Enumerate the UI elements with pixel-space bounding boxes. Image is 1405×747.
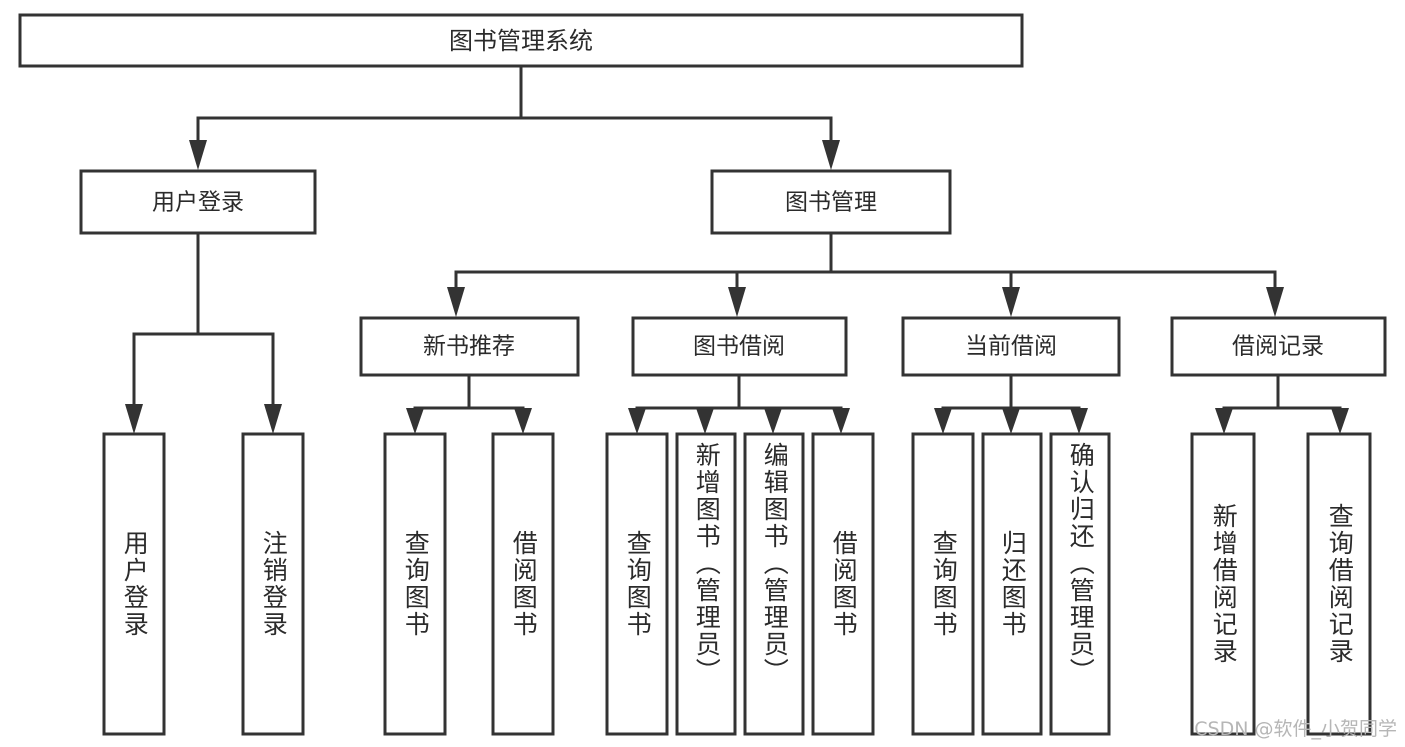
arrow-leaf-query-book-2	[628, 408, 646, 434]
arrow-borrow-record	[1266, 287, 1284, 317]
arrow-leaf-return-book	[1002, 408, 1020, 434]
node-book-manage-box[interactable]	[710, 169, 952, 235]
node-leaf-add-book-box[interactable]	[675, 432, 737, 736]
node-leaf-query-book-1-box[interactable]	[383, 432, 447, 736]
node-leaf-query-record-box[interactable]	[1306, 432, 1372, 736]
connector-user-login-to-leaves	[125, 232, 282, 434]
arrow-leaf-add-book	[696, 408, 714, 434]
node-leaf-confirm-return-box[interactable]	[1049, 432, 1111, 736]
node-new-book-recommend-box[interactable]	[359, 316, 580, 377]
node-borrow-record-box[interactable]	[1170, 316, 1387, 377]
node-root-label: 图书管理系统	[449, 27, 593, 55]
leaf-boxes	[102, 432, 1372, 736]
csdn-watermark: CSDN @软件_小贺同学	[1194, 718, 1397, 740]
node-leaf-borrow-book-1-box[interactable]	[491, 432, 555, 736]
arrow-leaf-add-record	[1215, 408, 1233, 434]
node-borrow-record[interactable]: 借阅记录	[1170, 316, 1387, 377]
node-root[interactable]: 图书管理系统	[18, 13, 1024, 68]
node-leaf-add-record-box[interactable]	[1190, 432, 1256, 736]
node-root-box[interactable]	[18, 13, 1024, 68]
connector-book-borrow-to-leaves	[628, 373, 850, 434]
connector-book-manage-to-level3	[447, 232, 1284, 317]
arrow-book-manage	[822, 140, 840, 170]
arrow-current-borrow	[1002, 287, 1020, 317]
node-user-login-label: 用户登录	[152, 190, 244, 216]
connector-current-borrow-to-leaves	[934, 373, 1088, 434]
node-new-book-recommend[interactable]: 新书推荐	[359, 316, 580, 377]
arrow-leaf-edit-book	[764, 408, 782, 434]
arrow-leaf-borrow-book-1	[514, 408, 532, 434]
connector-new-book-to-leaves	[406, 373, 532, 434]
node-leaf-borrow-book-2-box[interactable]	[811, 432, 875, 736]
node-borrow-record-label: 借阅记录	[1232, 334, 1324, 360]
node-book-manage[interactable]: 图书管理	[710, 169, 952, 235]
node-leaf-query-book-3-box[interactable]	[911, 432, 975, 736]
arrow-leaf-query-book-3	[934, 408, 952, 434]
arrow-leaf-borrow-book-2	[832, 408, 850, 434]
arrow-leaf-confirm-return	[1070, 408, 1088, 434]
arrow-book-borrow	[728, 287, 746, 317]
arrow-leaf-user-login	[125, 404, 143, 434]
arrow-leaf-query-book-1	[406, 408, 424, 434]
arrow-leaf-user-logout	[264, 404, 282, 434]
arrow-user-login	[189, 140, 207, 170]
node-new-book-recommend-label: 新书推荐	[423, 334, 515, 360]
node-leaf-edit-book-box[interactable]	[743, 432, 805, 736]
node-user-login-box[interactable]	[79, 169, 317, 235]
node-current-borrow[interactable]: 当前借阅	[901, 316, 1121, 377]
node-current-borrow-label: 当前借阅	[965, 334, 1057, 360]
node-book-borrow[interactable]: 图书借阅	[631, 316, 848, 377]
node-leaf-query-book-2-box[interactable]	[605, 432, 669, 736]
arrow-new-book-recommend	[447, 287, 465, 317]
node-user-login[interactable]: 用户登录	[79, 169, 317, 235]
node-book-borrow-box[interactable]	[631, 316, 848, 377]
node-leaf-user-login-box[interactable]	[102, 432, 166, 736]
arrow-leaf-query-record	[1331, 408, 1349, 434]
connector-borrow-record-to-leaves	[1215, 373, 1349, 434]
node-book-borrow-label: 图书借阅	[693, 334, 785, 360]
node-current-borrow-box[interactable]	[901, 316, 1121, 377]
node-leaf-user-logout-box[interactable]	[241, 432, 305, 736]
connector-root-to-level2	[189, 64, 840, 170]
node-book-manage-label: 图书管理	[785, 190, 877, 216]
node-leaf-return-book-box[interactable]	[981, 432, 1043, 736]
